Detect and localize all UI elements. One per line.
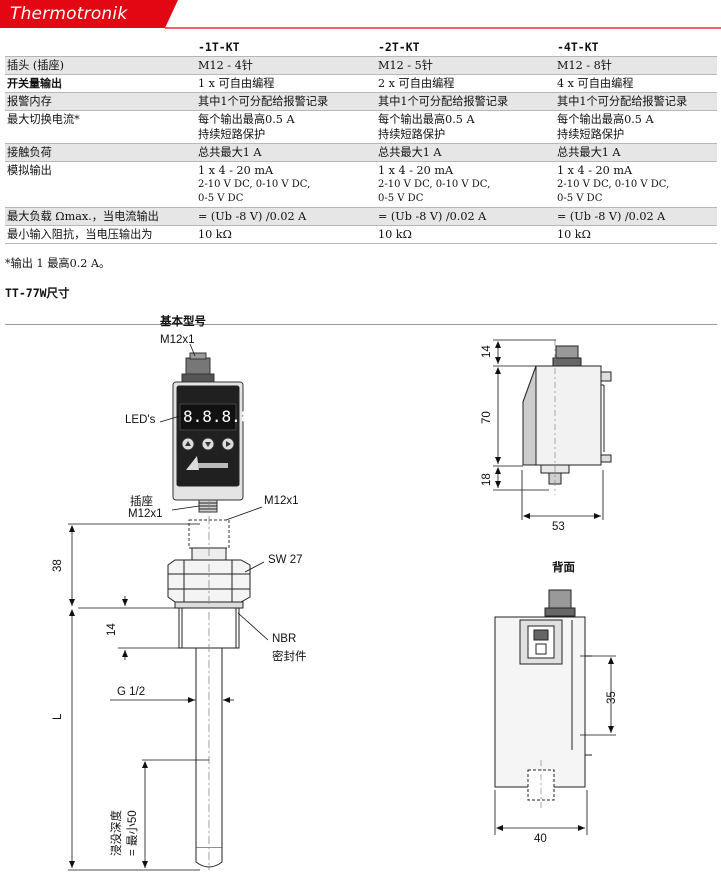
thread-right-label: M12x1 (264, 495, 299, 507)
cell-line: 2-10 V DC, 0-10 V DC, (557, 179, 670, 190)
header-4t: -4T-KT (557, 38, 717, 57)
table-row: 最大负载 Ωmax.，当电流输出 = (Ub -8 V) /0.02 A = (… (5, 207, 717, 226)
row-label: 最小输入阻抗，当电压输出为 (5, 225, 198, 244)
leds-label: LED's (125, 414, 156, 426)
footnote: *输出 1 最高0.2 A。 (5, 257, 111, 270)
section-title: TT-77W尺寸 (5, 286, 70, 300)
side-dim-70: 70 (481, 411, 493, 424)
table-row: 模拟输出 1 x 4 - 20 mA 2-10 V DC, 0-10 V DC, 0… (5, 161, 717, 208)
cell: 其中1个可分配给报警记录 (378, 92, 557, 111)
cell: 每个输出最高0.5 A 持续短路保护 (557, 110, 717, 144)
dim-38: 38 (52, 559, 64, 572)
row-label: 报警内存 (5, 92, 198, 111)
row-label: 最大负载 Ωmax.，当电流输出 (5, 207, 198, 226)
side-dim-18: 18 (481, 473, 493, 486)
display-digits: 8.8.8.8. (183, 407, 261, 426)
cell-line: 0-5 V DC (378, 193, 424, 204)
cell: M12 - 4针 (198, 56, 378, 75)
nbr-label: NBR (272, 633, 297, 645)
cell-line: 0-5 V DC (557, 193, 603, 204)
row-label: 开关量输出 (5, 74, 198, 93)
cell: 1 x 4 - 20 mA 2-10 V DC, 0-10 V DC, 0-5 V … (198, 161, 378, 208)
cell: = (Ub -8 V) /0.02 A (557, 207, 717, 226)
dim-L: L (52, 713, 64, 720)
header-1t: -1T-KT (198, 38, 378, 57)
cell: 总共最大1 A (557, 143, 717, 162)
cell-line: 每个输出最高0.5 A (198, 113, 295, 126)
cell-line: 1 x 4 - 20 mA (557, 164, 633, 177)
cell: = (Ub -8 V) /0.02 A (198, 207, 378, 226)
cell: 1 x 4 - 20 mA 2-10 V DC, 0-10 V DC, 0-5 V … (557, 161, 717, 208)
section-divider (5, 324, 717, 325)
row-label: 模拟输出 (5, 161, 198, 208)
cell-line: 每个输出最高0.5 A (378, 113, 475, 126)
socket-label: 插座 (130, 496, 153, 508)
cell: 每个输出最高0.5 A 持续短路保护 (198, 110, 378, 144)
banner-shape (0, 0, 721, 29)
back-view (494, 589, 592, 810)
cell-line: 持续短路保护 (378, 128, 446, 141)
sw-label: SW 27 (268, 554, 303, 566)
back-title: 背面 (552, 562, 575, 574)
seal-label: 密封件 (272, 651, 307, 663)
brand-title: Thermotronik (10, 4, 128, 24)
immersion-label: 浸没深度 (111, 810, 123, 856)
header-blank (5, 38, 198, 57)
cell: M12 - 8针 (557, 56, 717, 75)
table-row: 最小输入阻抗，当电压输出为 10 kΩ 10 kΩ 10 kΩ (5, 225, 717, 244)
side-dim-14: 14 (481, 345, 493, 358)
cell: 其中1个可分配给报警记录 (198, 92, 378, 111)
cell-line: 1 x 4 - 20 mA (198, 164, 274, 177)
cell-line: 1 x 4 - 20 mA (378, 164, 454, 177)
front-view (167, 352, 251, 870)
side-view (522, 340, 612, 495)
table-row: 接触负荷 总共最大1 A 总共最大1 A 总共最大1 A (5, 143, 717, 162)
dim-14: 14 (106, 623, 118, 636)
front-dimensions (68, 343, 269, 871)
cell: 1 x 可自由编程 (198, 74, 378, 93)
side-dimensions (493, 339, 604, 520)
cell: 2 x 可自由编程 (378, 74, 557, 93)
header-2t: -2T-KT (378, 38, 557, 57)
cell-line: 2-10 V DC, 0-10 V DC, (198, 179, 311, 190)
table-header-row: -1T-KT -2T-KT -4T-KT (5, 38, 717, 57)
table-row: 最大切换电流* 每个输出最高0.5 A 持续短路保护 每个输出最高0.5 A 持续短… (5, 110, 717, 144)
row-label: 接触负荷 (5, 143, 198, 162)
cell: 10 kΩ (378, 225, 557, 244)
drawing-title: 基本型号 (160, 316, 206, 328)
cell-line: 0-5 V DC (198, 193, 244, 204)
table-row: 插头 (插座) M12 - 4针 M12 - 5针 M12 - 8针 (5, 56, 717, 75)
spec-table: -1T-KT -2T-KT -4T-KT 插头 (插座) M12 - 4针 M1… (5, 38, 717, 244)
cell: 其中1个可分配给报警记录 (557, 92, 717, 111)
connector-top-label: M12x1 (160, 334, 195, 346)
g-thread-label: G 1/2 (117, 686, 146, 698)
back-dim-35: 35 (606, 691, 618, 704)
row-label: 插头 (插座) (5, 56, 198, 75)
cell-line: 2-10 V DC, 0-10 V DC, (378, 179, 491, 190)
socket-thread-label: M12x1 (128, 508, 163, 520)
table-row: 开关量输出 1 x 可自由编程 2 x 可自由编程 4 x 可自由编程 (5, 74, 717, 93)
cell: 10 kΩ (557, 225, 717, 244)
row-label: 最大切换电流* (5, 110, 198, 144)
cell: 4 x 可自由编程 (557, 74, 717, 93)
cell: 每个输出最高0.5 A 持续短路保护 (378, 110, 557, 144)
table-row: 报警内存 其中1个可分配给报警记录 其中1个可分配给报警记录 其中1个可分配给报… (5, 92, 717, 111)
cell: 总共最大1 A (198, 143, 378, 162)
cell: 1 x 4 - 20 mA 2-10 V DC, 0-10 V DC, 0-5 V … (378, 161, 557, 208)
side-dim-53: 53 (552, 521, 565, 533)
header-banner: Thermotronik (0, 0, 721, 30)
back-dimensions (494, 655, 616, 835)
cell: 总共最大1 A (378, 143, 557, 162)
cell: 10 kΩ (198, 225, 378, 244)
cell-line: 每个输出最高0.5 A (557, 113, 654, 126)
cell: M12 - 5针 (378, 56, 557, 75)
immersion-min-label: = 最小50 (127, 810, 139, 856)
back-dim-40: 40 (534, 833, 547, 845)
cell-line: 持续短路保护 (557, 128, 625, 141)
cell-line: 持续短路保护 (198, 128, 266, 141)
cell: = (Ub -8 V) /0.02 A (378, 207, 557, 226)
